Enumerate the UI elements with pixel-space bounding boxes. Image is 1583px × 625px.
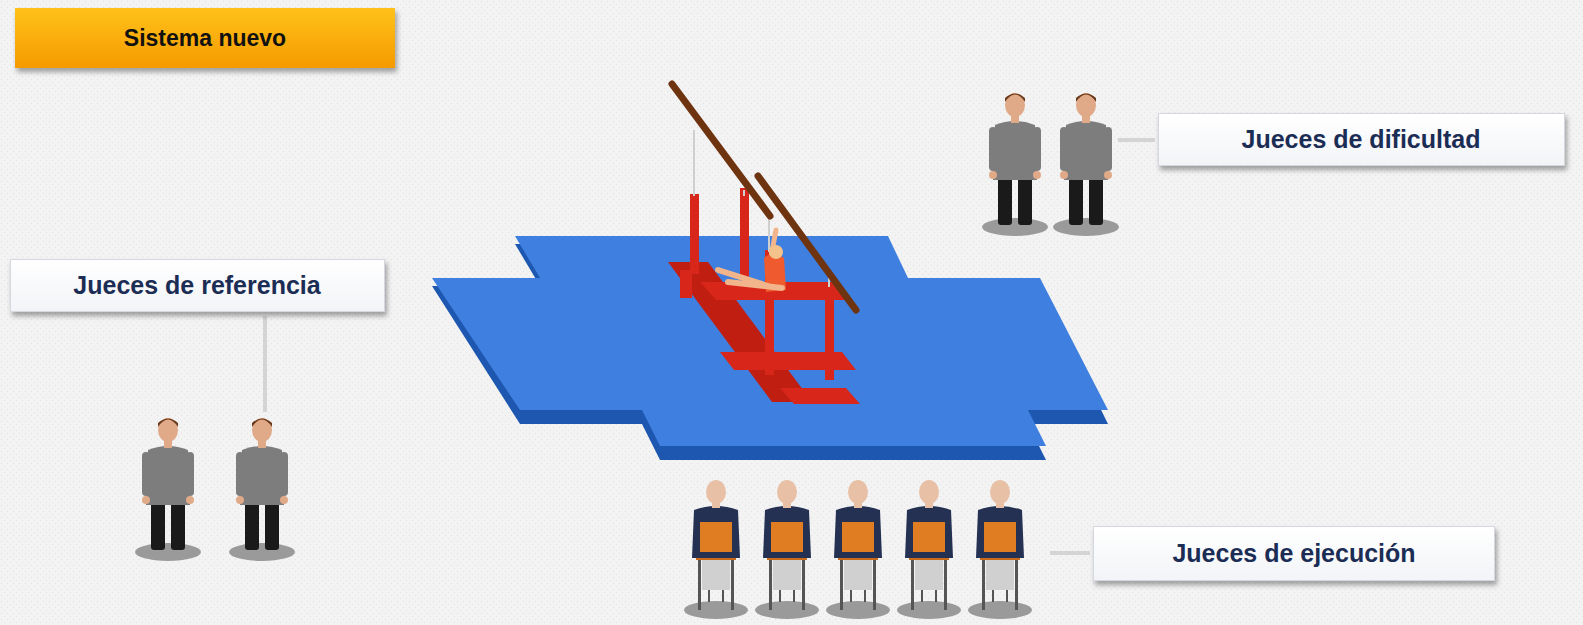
label-text: Jueces de dificultad	[1242, 125, 1481, 154]
header-badge: Sistema nuevo	[15, 8, 395, 68]
label-box: Jueces de referencia	[10, 259, 385, 312]
label-text: Jueces de ejecución	[1172, 539, 1415, 568]
label-text: Jueces de referencia	[73, 271, 320, 300]
label-box: Jueces de dificultad	[1158, 113, 1565, 166]
label-text: Sistema nuevo	[124, 25, 286, 52]
label-box: Jueces de ejecución	[1093, 526, 1495, 581]
